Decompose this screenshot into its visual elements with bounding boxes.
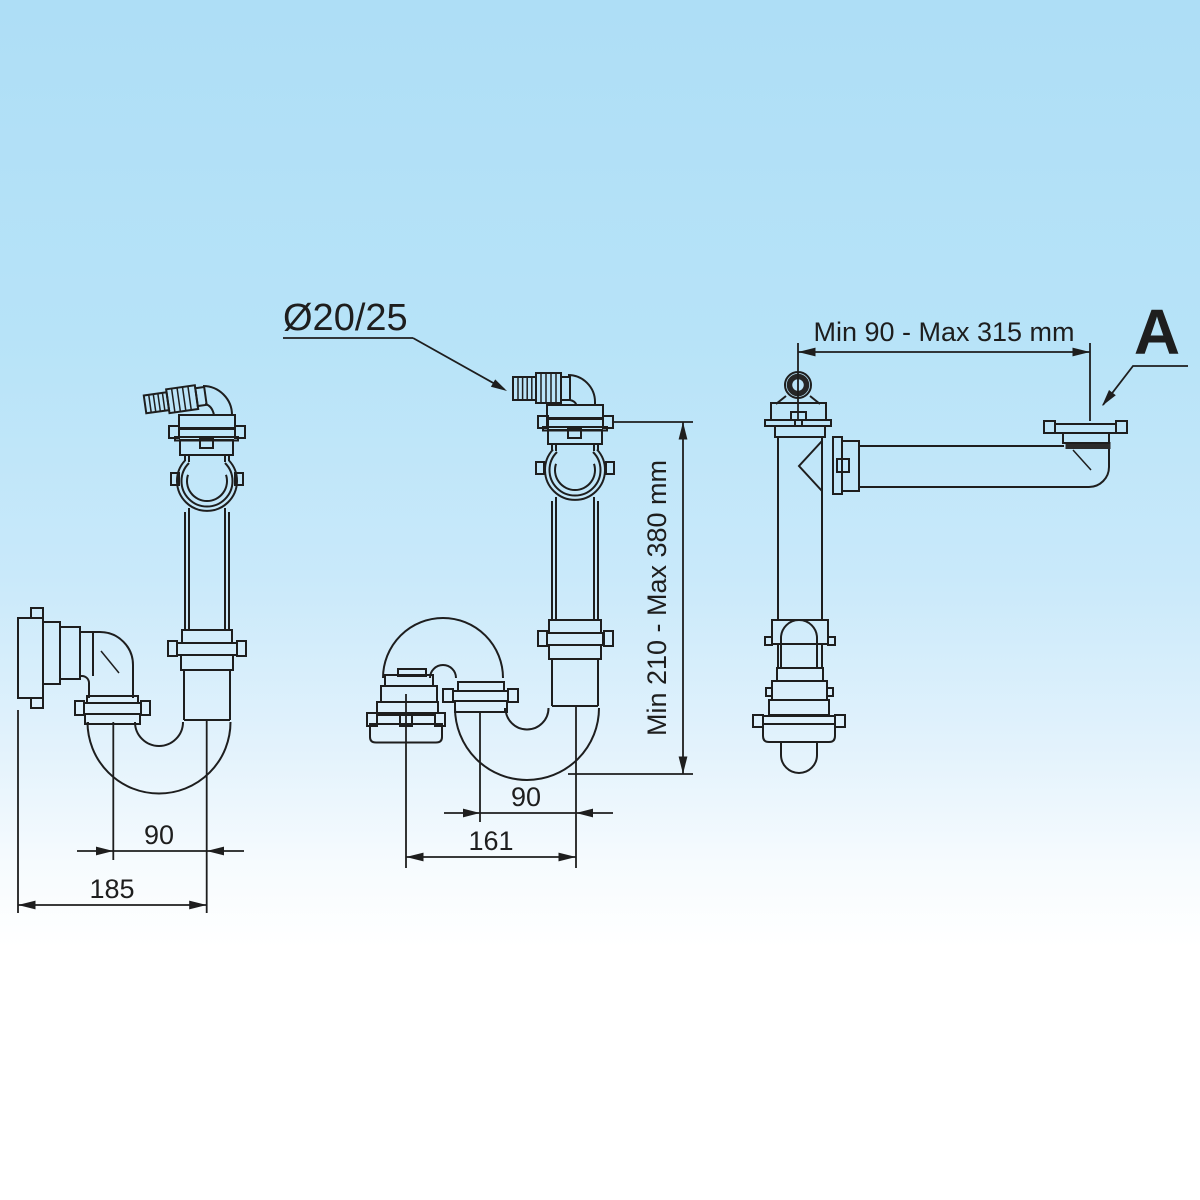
inlet-tube — [184, 455, 230, 630]
trap-body-tube — [551, 659, 599, 707]
trap-body-tube — [183, 670, 231, 721]
elbow — [202, 385, 233, 416]
bottom-outlet-assembly — [752, 619, 846, 774]
dim-text-161: 161 — [468, 826, 513, 856]
hose-diameter-label: Ø20/25 — [283, 297, 507, 391]
compression-nut — [167, 629, 247, 671]
dimension-horizontal-range: Min 90 - Max 315 mm — [797, 317, 1091, 421]
hose-barb — [512, 372, 571, 404]
branch-nut — [832, 436, 860, 495]
outlet-nut — [74, 695, 151, 725]
u-bend — [454, 707, 600, 781]
hose-diameter-text: Ø20/25 — [283, 297, 408, 339]
inlet-tube — [551, 444, 599, 620]
clamp-ring — [170, 459, 244, 512]
dimension-90-left: 90 — [77, 721, 244, 913]
dim-text-90-middle: 90 — [511, 782, 541, 812]
dim-text-185: 185 — [89, 874, 134, 904]
detail-marker-text: A — [1134, 296, 1180, 368]
right-space-saver-figure: Min 90 - Max 315 mm A — [752, 296, 1188, 774]
dim-text-90-left: 90 — [144, 820, 174, 850]
sink-flange-joint — [537, 404, 614, 445]
dimension-161: 161 — [405, 694, 576, 868]
wall-flange — [17, 607, 81, 709]
u-bend — [86, 721, 232, 795]
dimension-185: 185 — [17, 710, 207, 913]
elbow — [567, 374, 596, 405]
compression-nut — [537, 619, 614, 660]
hose-barb — [142, 384, 208, 415]
vertical-range-text: Min 210 - Max 380 mm — [642, 460, 672, 736]
middle-s-trap-figure: Ø20/25 — [283, 297, 693, 868]
s-bend-hump — [382, 617, 504, 679]
dimension-vertical-range: Min 210 - Max 380 mm — [568, 421, 693, 775]
left-p-trap-figure: 90 185 — [17, 384, 247, 913]
u-bend-nut — [442, 681, 519, 713]
dimension-90-middle: 90 — [444, 706, 613, 868]
sink-drain-flange — [1043, 420, 1128, 444]
clamp-ring — [535, 448, 615, 501]
sink-flange-joint — [168, 414, 246, 456]
detail-marker-a: A — [1102, 296, 1188, 406]
vertical-pipe — [777, 437, 823, 620]
horizontal-range-text: Min 90 - Max 315 mm — [813, 317, 1074, 347]
horizontal-pipe — [859, 442, 1111, 488]
wall-elbow — [80, 631, 134, 698]
